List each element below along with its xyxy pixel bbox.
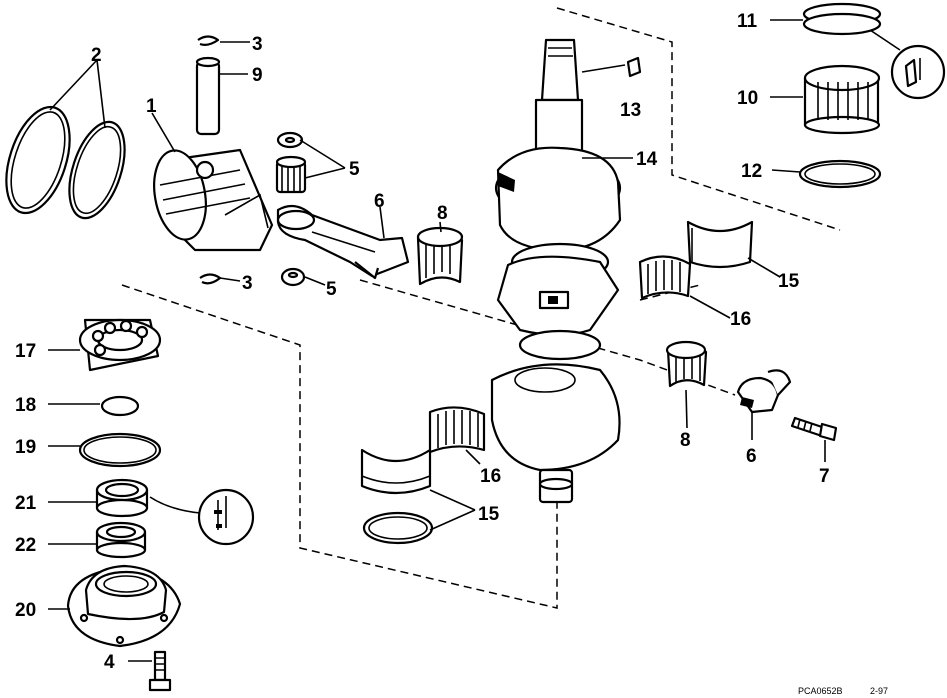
callout-12: 12	[741, 161, 762, 182]
callout-15-left: 15	[478, 504, 500, 525]
callout-5-top: 5	[349, 159, 360, 180]
piston-rings	[5, 105, 126, 220]
upper-main-bearing	[803, 64, 881, 135]
callout-16-left: 16	[480, 466, 501, 487]
connecting-rod	[276, 204, 410, 280]
callout-2: 2	[91, 45, 102, 66]
callout-13: 13	[620, 100, 641, 121]
callout-16-right: 16	[730, 309, 751, 330]
callout-18: 18	[15, 395, 36, 416]
callout-21: 21	[15, 493, 37, 514]
upper-retaining-ring	[802, 2, 882, 36]
callout-1: 1	[146, 96, 157, 117]
callout-20: 20	[15, 600, 36, 621]
oil-seal-22	[95, 521, 147, 559]
figure-caption: PCA0652B 2-97	[798, 686, 888, 696]
wrist-pin-bearing	[275, 131, 307, 287]
callout-9: 9	[252, 65, 263, 86]
ring-detail-inset	[869, 29, 946, 100]
callout-3-top: 3	[252, 34, 263, 55]
rod-bolt	[790, 416, 838, 442]
callout-6-cap: 6	[746, 446, 757, 467]
seal-detail-inset	[149, 488, 255, 546]
needle-bearing-cages	[416, 226, 708, 388]
callout-19: 19	[15, 437, 36, 458]
callout-5-bottom: 5	[326, 279, 337, 300]
oil-seal-21	[95, 478, 149, 518]
lower-ball-bearing	[78, 318, 162, 372]
callout-22: 22	[15, 535, 36, 556]
callout-17: 17	[15, 341, 36, 362]
figure-code: PCA0652B	[798, 686, 843, 696]
crankshaft	[490, 38, 622, 504]
housing-screw	[148, 650, 172, 692]
rod-cap	[736, 369, 792, 414]
callout-8-bottom: 8	[680, 430, 691, 451]
callout-15-right: 15	[778, 271, 800, 292]
o-ring-12	[798, 159, 882, 189]
callout-14: 14	[636, 149, 658, 170]
callout-8-top: 8	[437, 203, 448, 224]
lower-bearing-housing	[66, 564, 182, 648]
piston-pin	[195, 56, 221, 136]
callout-labels: 2 1 3 9 5 6 8 3 5 13 14 11 10 12 15 16 8…	[15, 11, 830, 673]
leader-lines	[48, 19, 826, 662]
callout-11: 11	[737, 11, 758, 32]
callout-6-rod: 6	[374, 191, 385, 212]
figure-date: 2-97	[870, 686, 888, 696]
callout-10: 10	[737, 88, 758, 109]
callout-7: 7	[819, 466, 830, 487]
callout-4: 4	[104, 652, 115, 673]
o-ring-19	[78, 432, 162, 468]
center-main-bearing-cages	[428, 255, 692, 454]
piston	[153, 148, 274, 252]
woodruff-key	[626, 56, 642, 78]
o-ring-18	[100, 395, 140, 417]
callout-3-bottom: 3	[242, 273, 253, 294]
main-bearing-halves	[360, 220, 754, 545]
